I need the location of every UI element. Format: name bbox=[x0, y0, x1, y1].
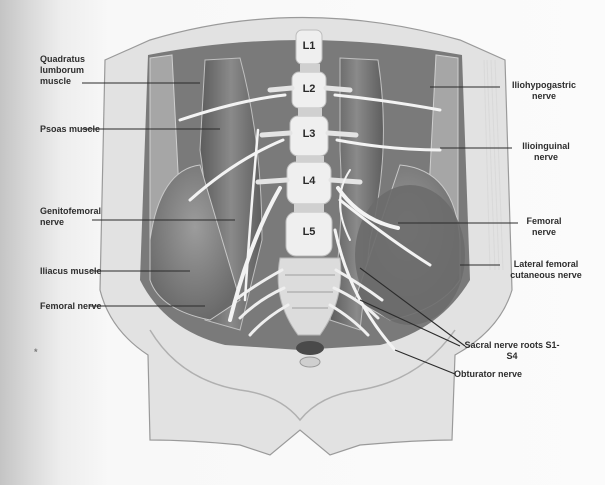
label-femoral-nerve-left: Femoral nerve bbox=[40, 301, 102, 312]
label-sacral-nerve-roots: Sacral nerve roots S1-S4 bbox=[463, 340, 561, 362]
label-iliacus-muscle: Iliacus muscle bbox=[40, 266, 102, 277]
label-femoral-nerve-right: Femoral nerve bbox=[518, 216, 570, 238]
label-genitofemoral-nerve: Genitofemoral nerve bbox=[40, 206, 110, 228]
label-quadratus-lumborum: Quadratus lumborum muscle bbox=[40, 54, 92, 87]
label-iliohypogastric-nerve: Iliohypogastric nerve bbox=[500, 80, 588, 102]
vertebra-label-l3: L3 bbox=[294, 128, 324, 140]
label-psoas-muscle: Psoas muscle bbox=[40, 124, 100, 135]
vertebra-label-l4: L4 bbox=[294, 175, 324, 187]
vertebra-label-l2: L2 bbox=[294, 83, 324, 95]
label-lateral-femoral-cutaneous-nerve: Lateral femoral cutaneous nerve bbox=[496, 259, 596, 281]
vertebra-label-l5: L5 bbox=[294, 226, 324, 238]
pelvic-floor bbox=[296, 341, 324, 355]
label-obturator-nerve: Obturator nerve bbox=[454, 369, 522, 380]
vertebra-label-l1: L1 bbox=[294, 40, 324, 52]
scan-mark: * bbox=[34, 347, 38, 357]
iliacus-right-belly bbox=[355, 185, 465, 325]
label-ilioinguinal-nerve: Ilioinguinal nerve bbox=[510, 141, 582, 163]
